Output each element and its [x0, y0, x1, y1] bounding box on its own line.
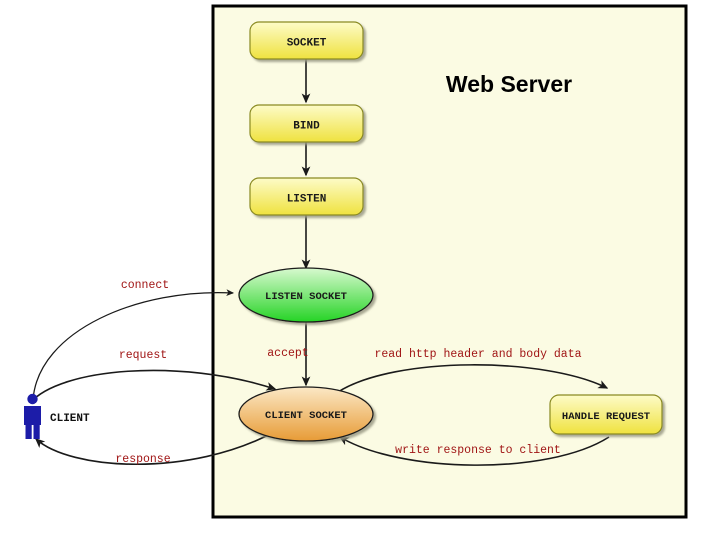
node-listen[interactable]: LISTEN: [249, 177, 364, 216]
node-label-listen-socket: LISTEN SOCKET: [265, 291, 347, 303]
edge-request: [29, 369, 277, 404]
node-label-socket: SOCKET: [287, 38, 327, 50]
node-handle-request[interactable]: HANDLE REQUEST: [549, 394, 663, 435]
edge-label-accept: accept: [267, 347, 308, 360]
edge-response: [34, 430, 277, 465]
actor-client[interactable]: CLIENT: [24, 393, 90, 439]
edge-write-response: [338, 436, 610, 466]
web-server-title: Web Server: [446, 71, 572, 97]
node-socket[interactable]: SOCKET: [249, 21, 364, 60]
node-label-listen: LISTEN: [287, 194, 327, 206]
edge-label-write-response: write response to client: [395, 444, 561, 457]
edge-label-read-http: read http header and body data: [374, 348, 581, 361]
node-label-bind: BIND: [293, 121, 320, 133]
node-client-socket[interactable]: CLIENT SOCKET: [238, 386, 374, 442]
edge-label-response: response: [115, 453, 170, 466]
actor-label-client: CLIENT: [50, 413, 90, 425]
node-listen-socket[interactable]: LISTEN SOCKET: [238, 267, 374, 323]
edge-read-http: [337, 364, 609, 393]
node-label-client-socket: CLIENT SOCKET: [265, 410, 347, 422]
edge-connect: [32, 289, 235, 401]
node-label-handle-request: HANDLE REQUEST: [562, 411, 650, 423]
edge-label-request: request: [119, 349, 167, 362]
node-bind[interactable]: BIND: [249, 104, 364, 143]
person-icon: [24, 393, 41, 439]
edge-label-connect: connect: [121, 279, 169, 292]
